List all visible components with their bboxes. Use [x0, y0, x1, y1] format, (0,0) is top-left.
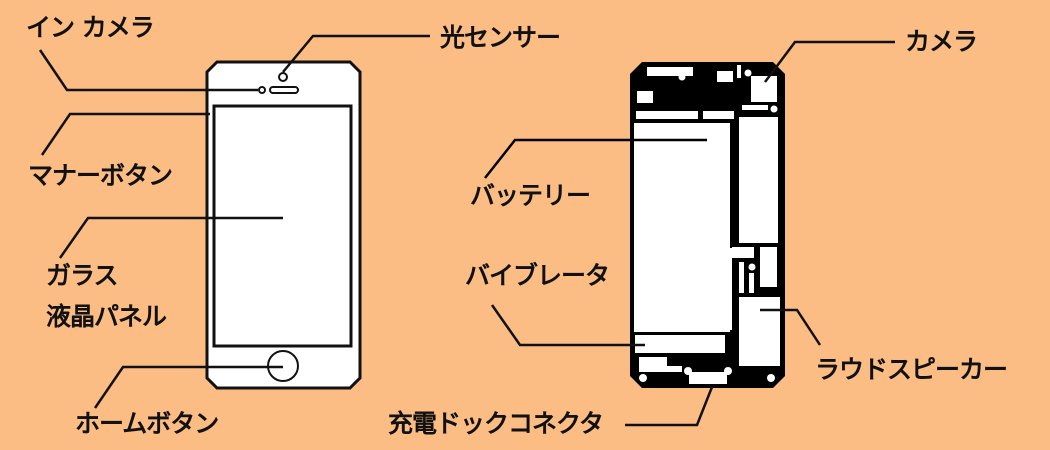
label-battery: バッテリー	[470, 181, 591, 210]
label-camera: カメラ	[905, 27, 978, 56]
back-phone	[630, 62, 785, 388]
label-glass: ガラス	[46, 261, 119, 290]
label-manner-button: マナーボタン	[28, 161, 173, 190]
speaker-block	[739, 297, 780, 366]
leader-battery	[484, 138, 707, 179]
light-sensor-dot	[278, 72, 288, 82]
leader-lines	[38, 34, 895, 427]
dock-block	[689, 372, 727, 384]
leader-in-camera	[38, 49, 258, 92]
label-dock-connector: 充電ドックコネクタ	[388, 409, 604, 438]
camera-module	[751, 76, 777, 102]
leader-light-sensor	[282, 34, 430, 73]
leader-glass	[58, 216, 283, 259]
front-phone	[205, 60, 362, 390]
leader-vibrator	[490, 304, 645, 347]
in-camera-lens	[258, 86, 266, 94]
label-vibrator: バイブレータ	[465, 261, 610, 290]
label-light-sensor: 光センサー	[440, 23, 561, 52]
earpiece-speaker	[269, 86, 299, 94]
front-screen	[212, 104, 353, 348]
label-home-button: ホームボタン	[75, 409, 219, 438]
leader-speaker	[760, 308, 822, 346]
battery-block	[634, 123, 730, 332]
label-in-camera: イン カメラ	[26, 13, 155, 42]
leader-dock	[625, 386, 714, 427]
leader-manner-button	[40, 112, 210, 156]
label-lcd-panel: 液晶パネル	[46, 302, 167, 331]
vibrator-block	[635, 335, 725, 353]
leader-home-button	[93, 365, 283, 409]
label-loud-speaker: ラウドスピーカー	[815, 355, 1008, 384]
leader-camera	[764, 40, 895, 83]
